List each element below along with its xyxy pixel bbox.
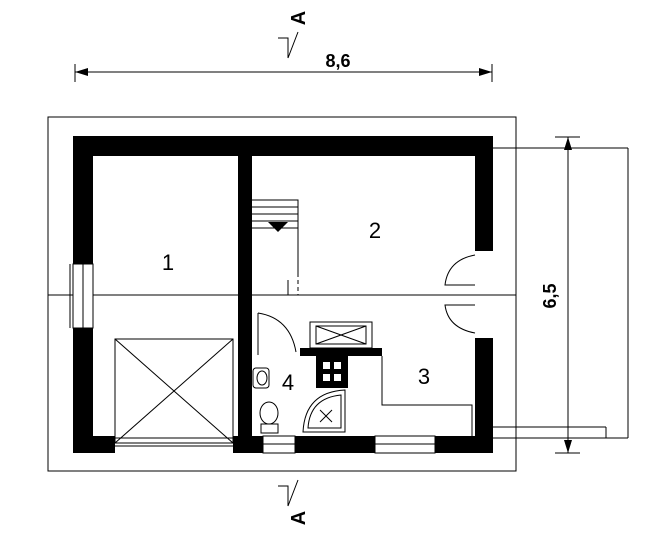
staircase [252, 199, 299, 295]
partition-lines [252, 238, 299, 296]
corner-shower [302, 389, 346, 433]
depth-dimension: 6,5 [493, 136, 629, 454]
width-dimension: 8,6 [74, 51, 493, 82]
window-bottom-right [374, 435, 436, 454]
foundation-outline [47, 116, 517, 472]
room-3-label: 3 [418, 364, 430, 389]
section-mark-top-label: A [288, 11, 310, 25]
shower-unit [309, 321, 373, 349]
section-mark-top: A [278, 11, 310, 59]
toilet [259, 401, 279, 434]
room-4-label: 4 [282, 370, 294, 395]
section-mark-bottom-label: A [288, 511, 310, 525]
room-1-label: 1 [162, 250, 174, 275]
sink [252, 367, 270, 389]
room-2-label: 2 [369, 218, 381, 243]
cross-box [114, 338, 234, 444]
section-mark-bottom: A [278, 479, 310, 525]
room3-outline [381, 356, 473, 436]
width-dimension-label: 8,6 [325, 51, 350, 71]
depth-dimension-label: 6,5 [540, 283, 560, 308]
window-left [69, 263, 94, 329]
entrance-door [444, 254, 476, 334]
window-bottom-middle [262, 435, 296, 454]
interior-wall [238, 152, 252, 452]
window-bottom-left [115, 437, 233, 447]
counter-block [300, 348, 382, 388]
bathroom-door [257, 312, 297, 355]
